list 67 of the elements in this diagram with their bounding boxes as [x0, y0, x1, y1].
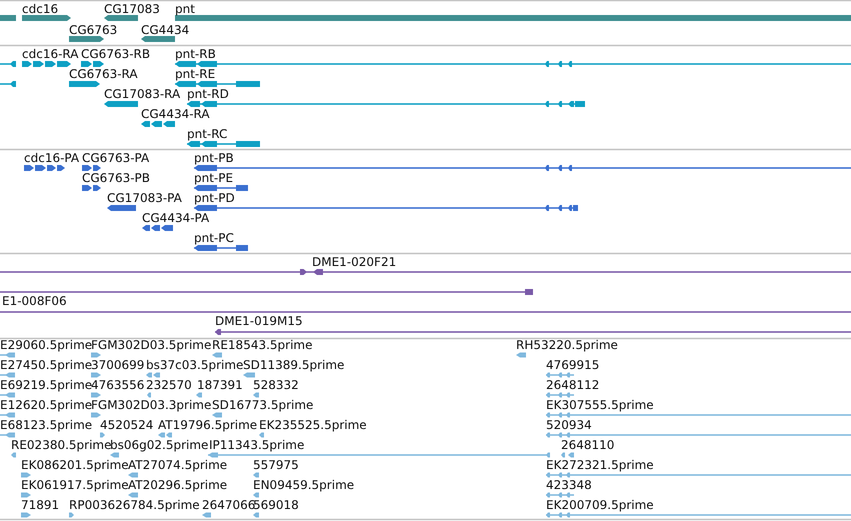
feature-label: 2647066: [202, 499, 256, 512]
feature-label: pnt-RD: [187, 88, 229, 101]
feature-label: 528332: [253, 379, 299, 392]
feature-label: DME1-020F21: [312, 256, 396, 269]
feature-label: pnt: [175, 3, 195, 16]
feature-label: RE02380.5prime: [11, 439, 112, 452]
feature-label: E29060.5prime: [0, 339, 92, 352]
feature-label: CG17083-PA: [107, 192, 182, 205]
feature-label: SD11389.5prime: [243, 359, 344, 372]
feature-label: CG4434: [141, 24, 190, 37]
feature-label: IP11343.5prime: [209, 439, 304, 452]
feature-label: 3700699: [91, 359, 144, 372]
feature-label: EN09459.5prime: [253, 479, 354, 492]
feature-label: CG4434-RA: [141, 108, 210, 121]
feature-label: RE18543.5prime: [212, 339, 312, 352]
feature-label: CG17083-RA: [104, 88, 180, 101]
feature-label: 232570: [146, 379, 192, 392]
feature-label: CG17083: [104, 3, 160, 16]
feature-label: cdc16-PA: [24, 152, 80, 165]
feature-label: DME1-019M15: [215, 315, 303, 328]
feature-label: cdc16-RA: [22, 48, 78, 61]
feature-label: CG6763: [69, 24, 118, 37]
feature-label: pnt-RB: [175, 48, 216, 61]
feature-label: 187391: [197, 379, 243, 392]
feature-label: bs37c03.5prime: [146, 359, 244, 372]
feature-label: EK086201.5prime: [21, 459, 129, 472]
feature-label: CG6763-PA: [82, 152, 150, 165]
feature-label: pnt-PC: [194, 232, 234, 245]
feature-label: E68123.5prime: [0, 419, 92, 432]
feature-label: 4769915: [546, 359, 600, 372]
feature-label: E1-008F06: [2, 295, 67, 308]
feature-label: 2648110: [561, 439, 614, 452]
feature-label: 71891: [21, 499, 60, 512]
feature-label: 569018: [253, 499, 299, 512]
feature-label: CG6763-PB: [82, 172, 150, 185]
feature-label: FGM302D03.5prime: [91, 339, 212, 352]
feature-label: 423348: [546, 479, 592, 492]
feature-label: CG6763-RA: [69, 68, 138, 81]
feature-label: EK307555.5prime: [546, 399, 654, 412]
feature-label: AT27074.5prime: [128, 459, 228, 472]
feature-label: bs06g02.5prime: [110, 439, 208, 452]
feature-label: pnt-RE: [175, 68, 216, 81]
feature-label: CG6763-RB: [81, 48, 150, 61]
feature-label: E27450.5prime: [0, 359, 92, 372]
feature-label: EK061917.5prime: [21, 479, 129, 492]
feature-label: RP003626784.5prime: [69, 499, 200, 512]
feature-label: 520934: [546, 419, 592, 432]
feature-label: E12620.5prime: [0, 399, 92, 412]
feature-label: pnt-PE: [194, 172, 234, 185]
feature-label: AT20296.5prime: [128, 479, 228, 492]
feature-label: AT19796.5prime: [158, 419, 258, 432]
feature-label: SD16773.5prime: [212, 399, 314, 412]
feature-label: EK200709.5prime: [546, 499, 654, 512]
feature-label: pnt-PD: [194, 192, 235, 205]
feature-label: CG4434-PA: [142, 212, 210, 225]
feature-label: RH53220.5prime: [516, 339, 618, 352]
feature-label: FGM302D03.3prime: [91, 399, 212, 412]
feature-label: E69219.5prime: [0, 379, 92, 392]
feature-label: EK235525.5prime: [259, 419, 367, 432]
feature-label: pnt-RC: [187, 128, 228, 141]
feature-label: 4763556: [91, 379, 144, 392]
feature-label: EK272321.5prime: [546, 459, 654, 472]
feature-label: 2648112: [546, 379, 600, 392]
feature-label: 4520524: [100, 419, 154, 432]
feature-label: 557975: [253, 459, 299, 472]
feature-label: pnt-PB: [194, 152, 234, 165]
feature-label: cdc16: [22, 3, 58, 16]
